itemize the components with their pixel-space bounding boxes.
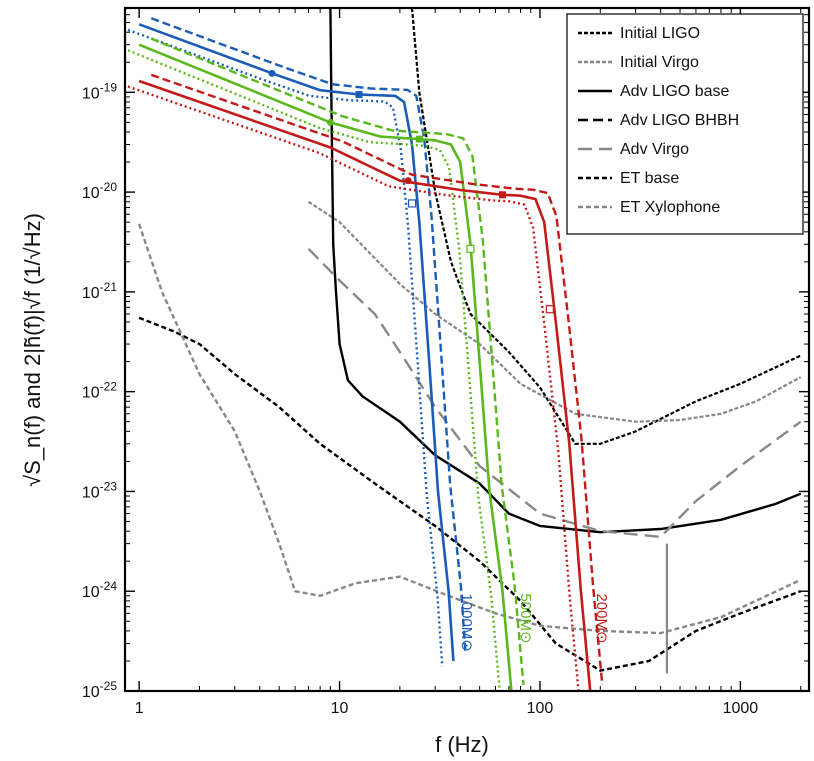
plot-frame xyxy=(123,6,811,693)
signal-1000-marker-circle xyxy=(268,69,276,77)
signal-500-dashed-curve xyxy=(150,37,525,686)
signal-500-solid-curve xyxy=(138,43,513,691)
signal-200-dotted-curve xyxy=(127,85,580,691)
noise-curve-et-base xyxy=(138,316,802,672)
x-tick-label: 10 xyxy=(331,700,349,717)
y-tick-label: 10-25 xyxy=(82,679,117,701)
signal-200-dashed-curve xyxy=(150,73,604,686)
x-tick-label: 1 xyxy=(135,700,144,717)
signal-200-solid-curve xyxy=(138,79,592,691)
y-tick-label: 10-22 xyxy=(82,380,117,402)
y-tick-label: 10-21 xyxy=(82,280,117,302)
y-tick-label: 10-24 xyxy=(82,579,117,601)
mass-labels-layer: 1000M⊙ 500M⊙ 200M⊙ xyxy=(458,593,610,651)
signal-1000-marker-square xyxy=(355,91,363,99)
signal-500-marker-square xyxy=(415,135,423,143)
signal-500-dotted-curve xyxy=(127,49,501,691)
mass-label-500: 500M⊙ xyxy=(517,593,534,643)
legend-label-adv-ligo-bhbh: Adv LIGO BHBH xyxy=(620,112,739,129)
legend-label-initial-ligo: Initial LIGO xyxy=(620,25,700,42)
signal-500-marker-open-square xyxy=(466,244,475,253)
noise-curve-initial-virgo xyxy=(307,200,802,423)
signal-200-marker-square xyxy=(498,191,506,199)
y-tick-label: 10-20 xyxy=(82,180,117,202)
legend-label-adv-virgo: Adv Virgo xyxy=(620,141,689,158)
curves-layer xyxy=(127,8,802,691)
signal-1000-marker-open-square xyxy=(407,199,417,208)
signal-200-marker-circle xyxy=(404,177,412,185)
axis-ticks: 1 10 100 1000 10-25 10-24 10-23 10-22 10-21 10-20… xyxy=(82,7,809,717)
y-tick-label: 10-19 xyxy=(82,80,117,102)
mass-label-200: 200M⊙ xyxy=(593,593,610,643)
x-tick-label: 1000 xyxy=(723,700,759,717)
legend-label-initial-virgo: Initial Virgo xyxy=(620,54,699,71)
signal-1000-dotted-curve xyxy=(127,28,444,667)
legend-label-et-xylophone: ET Xylophone xyxy=(620,199,720,216)
legend-box xyxy=(566,13,804,235)
x-tick-label: 100 xyxy=(527,700,554,717)
legend-label-et-base: ET base xyxy=(620,170,679,187)
y-axis-label: √S_n(f) and 2|h̃(f)|√f (1/√Hz) xyxy=(20,213,45,487)
y-tick-label: 10-23 xyxy=(82,479,117,501)
signal-200-marker-open-square xyxy=(545,305,554,314)
noise-curve-adv-virgo xyxy=(307,247,802,539)
noise-curve-et-xylophone xyxy=(137,223,802,635)
noise-curve-initial-ligo xyxy=(410,8,802,445)
signal-1000-dashed-curve xyxy=(150,17,467,655)
signal-1000-solid-curve xyxy=(138,23,455,662)
legend-label-adv-ligo-base: Adv LIGO base xyxy=(620,83,729,100)
signal-500-marker-circle xyxy=(326,118,334,126)
mass-label-1000: 1000M⊙ xyxy=(458,593,475,651)
x-axis-label: f (Hz) xyxy=(435,732,489,757)
